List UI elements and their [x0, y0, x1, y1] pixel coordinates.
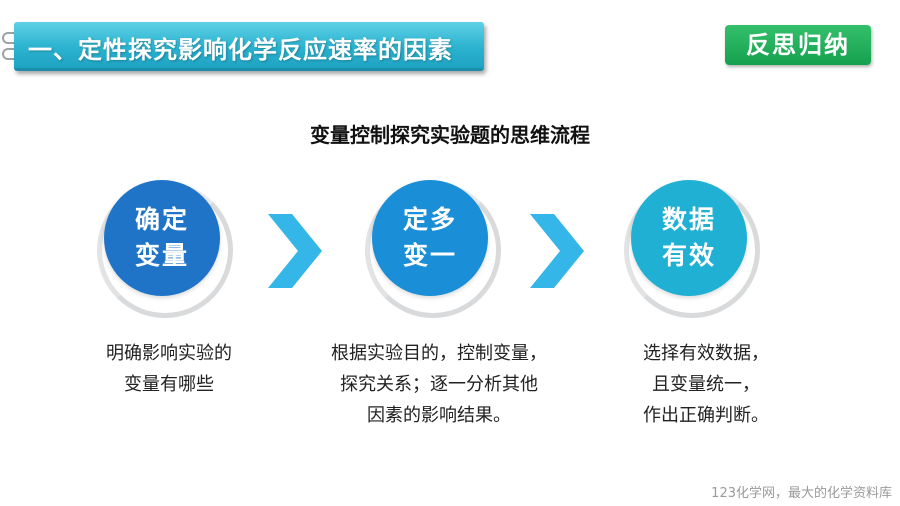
step-2-desc-line: 因素的影响结果。	[367, 405, 511, 426]
flow-subtitle: 变量控制探究实验题的思维流程	[310, 123, 590, 147]
step-1-line2: 变量	[134, 241, 189, 270]
step-1-description: 明确影响实验的 变量有哪些	[84, 338, 254, 400]
chevron-right-icon	[268, 214, 322, 288]
step-2-description: 根据实验目的，控制变量， 探究关系；逐一分析其他 因素的影响结果。	[294, 338, 584, 431]
step-3-line2: 有效	[661, 241, 716, 270]
chevron-right-icon	[530, 214, 584, 288]
step-2-desc-line: 根据实验目的，控制变量，	[331, 343, 547, 364]
step-3-line1: 数据	[661, 205, 716, 234]
footer-watermark: 123化学网，最大的化学资料库	[711, 486, 892, 501]
step-3-desc-line: 选择有效数据，	[643, 343, 769, 364]
step-3-desc-line: 作出正确判断。	[643, 405, 769, 426]
section-header-banner: 一、定性探究影响化学反应速率的因素	[14, 22, 484, 71]
section-title: 一、定性探究影响化学反应速率的因素	[28, 36, 453, 64]
step-1-line1: 确定	[134, 205, 189, 234]
step-2-circle: 定多 变一	[372, 180, 488, 296]
reflection-badge: 反思归纳	[725, 25, 871, 65]
step-1-desc-line: 变量有哪些	[124, 374, 214, 395]
step-1-circle: 确定 变量	[104, 180, 220, 296]
step-3-description: 选择有效数据， 且变量统一， 作出正确判断。	[616, 338, 796, 431]
step-2-line2: 变一	[402, 241, 457, 270]
step-2-line1: 定多	[402, 205, 457, 234]
step-3-circle: 数据 有效	[631, 180, 747, 296]
step-3-desc-line: 且变量统一，	[652, 374, 760, 395]
step-2-desc-line: 探究关系；逐一分析其他	[340, 374, 538, 395]
step-1-desc-line: 明确影响实验的	[106, 343, 232, 364]
